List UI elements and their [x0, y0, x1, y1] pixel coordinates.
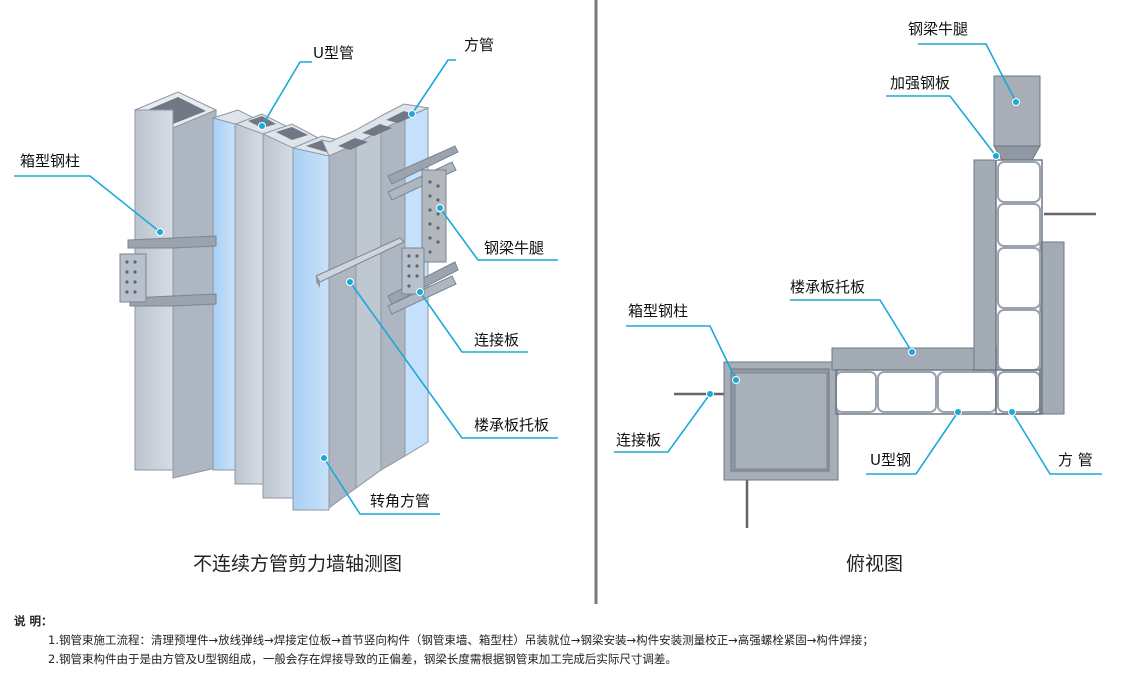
- column-band-plates: [119, 235, 217, 307]
- label-plan-stiffener-plate: 加强钢板: [890, 74, 950, 92]
- label-connecting-plate: 连接板: [474, 331, 519, 349]
- label-box-column: 箱型钢柱: [20, 152, 80, 170]
- tube-wall-right: [321, 103, 430, 509]
- label-corner-square-tube: 转角方管: [370, 492, 430, 510]
- axonometric-model: [119, 91, 459, 511]
- label-plan-square-tube: 方 管: [1058, 451, 1093, 469]
- tube-wall-left: [211, 109, 358, 511]
- label-plan-box-column: 箱型钢柱: [628, 302, 688, 320]
- notes-item-2: 2.钢管束构件由于是由方管及U型钢组成，一般会存在焊接导致的正偏差，钢梁长度需根…: [48, 652, 677, 666]
- notes-item-1: 1.钢管束施工流程：清理预埋件→放线弹线→焊接定位板→首节竖向构件（钢管束墙、箱…: [48, 633, 874, 647]
- label-plan-u-steel: U型钢: [870, 451, 911, 469]
- floor-support-plate-shape: [315, 237, 405, 288]
- left-labels: U型管 方管 箱型钢柱 钢梁牛腿 连接板 楼承板托板 转角方管: [20, 36, 549, 510]
- label-floor-support-plate: 楼承板托板: [474, 416, 549, 434]
- box-column-shape: [133, 91, 218, 479]
- label-plan-floor-support-plate: 楼承板托板: [790, 278, 865, 296]
- right-leaders: [614, 43, 1102, 475]
- label-beam-bracket: 钢梁牛腿: [484, 239, 544, 257]
- right-labels: 钢梁牛腿 加强钢板 楼承板托板 箱型钢柱 连接板 U型钢 方 管: [616, 20, 1093, 469]
- label-plan-connecting-plate: 连接板: [616, 431, 661, 449]
- label-plan-beam-bracket: 钢梁牛腿: [908, 20, 968, 38]
- plan-view-model: [674, 75, 1096, 528]
- left-leaders: [14, 59, 558, 515]
- right-caption: 俯视图: [846, 553, 903, 575]
- notes-heading: 说 明：: [14, 614, 53, 628]
- label-square-tube: 方管: [464, 36, 494, 54]
- left-caption: 不连续方管剪力墙轴测图: [193, 553, 402, 575]
- notes-section: 说 明： 1.钢管束施工流程：清理预埋件→放线弹线→焊接定位板→首节竖向构件（钢…: [14, 612, 1114, 669]
- label-u-tube: U型管: [313, 44, 354, 62]
